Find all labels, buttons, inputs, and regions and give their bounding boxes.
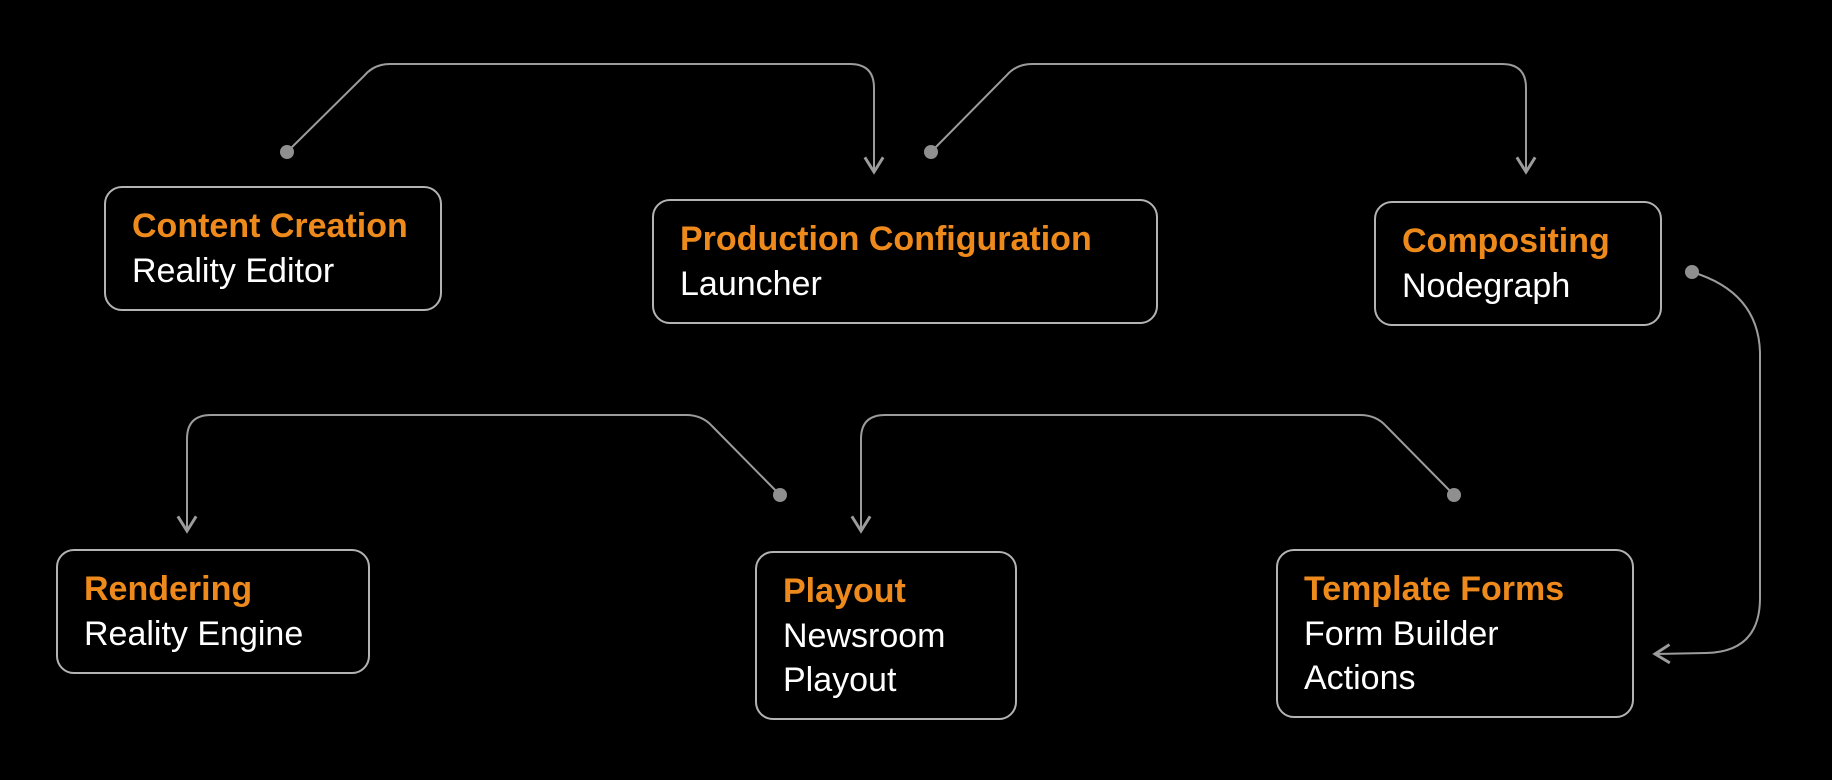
node-production-configuration-subtitle: Launcher bbox=[680, 264, 822, 303]
node-playout: Playout Newsroom Playout bbox=[755, 551, 1017, 721]
node-playout-subtitle: Newsroom Playout bbox=[783, 616, 946, 700]
node-rendering-subtitle: Reality Engine bbox=[84, 614, 304, 653]
edge-dot-template-forms bbox=[1447, 488, 1461, 502]
edge-production-configuration-to-compositing bbox=[930, 63, 1537, 175]
node-template-forms-title: Template Forms bbox=[1304, 570, 1565, 608]
edge-dot-production-configuration bbox=[924, 145, 938, 159]
edge-content-creation-to-production-configuration bbox=[286, 63, 885, 175]
node-template-forms: Template Forms Form Builder Actions bbox=[1276, 549, 1634, 719]
node-production-configuration-title: Production Configuration bbox=[680, 220, 1092, 258]
node-playout-title: Playout bbox=[783, 572, 906, 610]
node-compositing: Compositing Nodegraph bbox=[1374, 201, 1662, 327]
node-content-creation: Content Creation Reality Editor bbox=[104, 186, 442, 312]
edge-dot-playout bbox=[773, 488, 787, 502]
edge-template-forms-to-playout bbox=[850, 414, 1455, 534]
edge-dot-compositing bbox=[1685, 265, 1699, 279]
edge-compositing-to-template-forms bbox=[1652, 271, 1761, 665]
node-production-configuration: Production Configuration Launcher bbox=[652, 199, 1158, 325]
node-compositing-title: Compositing bbox=[1402, 222, 1610, 260]
node-rendering-title: Rendering bbox=[84, 570, 253, 608]
node-rendering: Rendering Reality Engine bbox=[56, 549, 370, 675]
node-content-creation-subtitle: Reality Editor bbox=[132, 251, 335, 290]
edge-dot-content-creation bbox=[280, 145, 294, 159]
node-content-creation-title: Content Creation bbox=[132, 207, 408, 245]
node-compositing-subtitle: Nodegraph bbox=[1402, 266, 1571, 305]
node-template-forms-subtitle: Form Builder Actions bbox=[1304, 614, 1499, 698]
edge-playout-to-rendering bbox=[176, 414, 781, 534]
